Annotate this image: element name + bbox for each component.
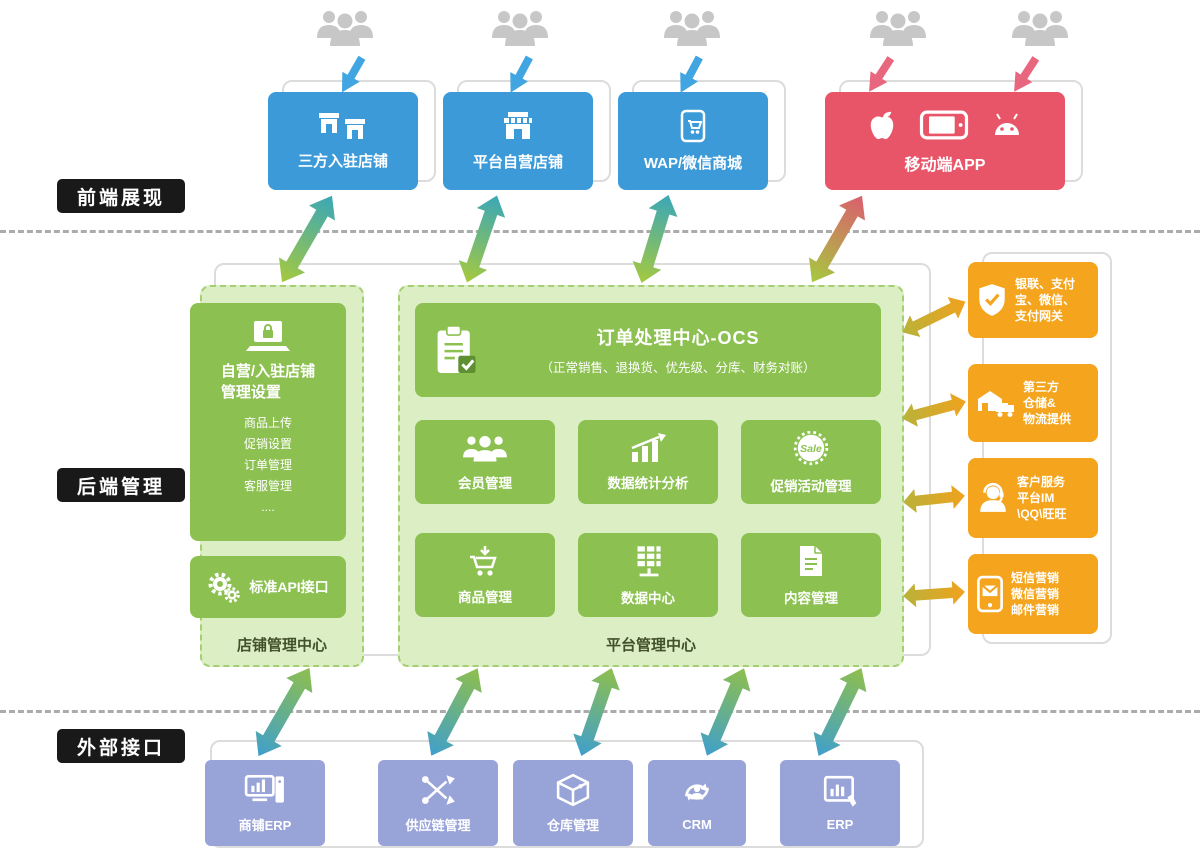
laptop-lock-icon [246,321,290,351]
frontend-box-third-party-stores: 三方入驻店铺 [268,92,418,190]
warehouse-truck-icon [978,391,1014,417]
module-label: 商品管理 [458,590,512,605]
service-logistics: 第三方 仓储& 物流提供 [968,364,1098,442]
frontend-box-mobile-app: 移动端APP [825,92,1065,190]
server-icon [637,546,661,577]
clipboard-check-icon [437,324,476,373]
svg-text:Sale: Sale [800,443,822,455]
external-box-label: 商铺ERP [238,817,292,833]
sms-marketing-icon [977,575,1003,613]
users-group-icon [1012,11,1068,46]
frontend-box-label: 三方入驻店铺 [297,153,388,170]
api-box-label: 标准API接口 [249,579,329,595]
store-settings-title-line1: 自营/入驻店铺 [220,363,316,380]
users-group-icon [317,11,373,46]
store-center-title: 店铺管理中心 [236,637,327,654]
service-customer-service: 客户服务 平台IM \QQ\旺旺 [968,458,1098,538]
service-label: 短信营销 微信营销 邮件营销 [1011,571,1060,617]
module-label: 数据统计分析 [607,476,689,491]
users-group-icon [492,11,548,46]
external-warehouse: 仓库管理 [513,760,633,846]
cube-icon [556,773,590,806]
platform-center-title: 平台管理中心 [605,637,696,654]
section-label-frontend: 前端展现 [57,179,185,213]
external-box-label: 供应链管理 [405,817,471,833]
frontend-box-platform-stores: 平台自营店铺 [443,92,593,190]
service-label: 银联、支付 宝、微信、 支付网关 [1015,277,1076,323]
store-settings-title: 自营/入驻店铺 管理设置 [221,361,315,403]
sale-badge-icon: Sale [793,430,829,466]
module-data-center: 数据中心 [578,533,718,617]
section-label-text: 前端展现 [76,187,165,209]
frontend-box-label: 移动端APP [904,156,986,174]
ocs-box: 订单处理中心-OCS （正常销售、退换货、优先级、分库、财务对账） [415,303,881,397]
external-supply-chain: 供应链管理 [378,760,498,846]
module-promotions: Sale 促销活动管理 [741,420,881,504]
external-box-label: ERP [826,816,854,832]
section-label-text: 外部接口 [76,737,165,759]
supply-chain-icon [421,774,455,805]
module-label: 数据中心 [621,591,675,606]
document-icon [800,546,822,576]
service-label: 第三方 仓储& 物流提供 [1023,380,1072,426]
store-settings-items: 商品上传 促销设置 订单管理 客服管理 .... [244,413,292,518]
module-label: 内容管理 [784,591,838,606]
ocs-subtitle: （正常销售、退换货、优先级、分库、财务对账） [540,361,816,375]
ocs-text: 订单处理中心-OCS （正常销售、退换货、优先级、分库、财务对账） [493,324,863,376]
module-label: 会员管理 [458,476,512,491]
apple-icon [870,111,894,139]
phone-landscape-icon [919,110,969,139]
users-group-icon [870,11,926,46]
store-settings-box: 自营/入驻店铺 管理设置 商品上传 促销设置 订单管理 客服管理 .... [190,303,346,541]
service-agent-icon [980,482,1006,512]
external-crm: CRM [648,760,746,846]
external-box-label: 仓库管理 [546,817,599,833]
external-box-label: CRM [682,816,712,832]
gears-icon [208,572,241,603]
service-label: 客户服务 平台IM \QQ\旺旺 [1017,475,1067,521]
computer-erp-icon [244,774,284,803]
app-icons-row [867,108,1023,142]
users-group-icon [664,11,720,46]
tablet-chart-icon [823,775,857,807]
crm-sync-icon [685,783,709,800]
module-analytics: 数据统计分析 [578,420,718,504]
store-settings-title-line2: 管理设置 [220,384,281,401]
storefront-icon [504,112,532,139]
external-erp: ERP [780,760,900,846]
frontend-box-wap-wechat: WAP/微信商城 [618,92,768,190]
module-products: 商品管理 [415,533,555,617]
bar-chart-icon [631,433,666,462]
dual-storefront-icon [319,113,365,139]
module-label: 促销活动管理 [770,479,852,494]
api-box: 标准API接口 [190,556,346,618]
section-label-text: 后端管理 [76,476,165,498]
cart-icon [470,546,497,576]
external-store-erp: 商铺ERP [205,760,325,846]
frontend-box-label: 平台自营店铺 [472,154,563,171]
section-label-external: 外部接口 [57,729,185,763]
android-icon [995,112,1019,135]
list-item: 促销设置 [243,437,292,451]
service-marketing: 短信营销 微信营销 邮件营销 [968,554,1098,634]
mobile-cart-icon [680,109,706,143]
module-content: 内容管理 [741,533,881,617]
list-item: 客服管理 [243,479,292,493]
list-item: .... [261,500,275,514]
shield-icon [979,284,1005,316]
frontend-box-label: WAP/微信商城 [643,155,743,172]
list-item: 订单管理 [243,458,292,472]
section-label-backend: 后端管理 [57,468,185,502]
ocs-title: 订单处理中心-OCS [596,328,760,348]
members-icon [463,436,507,462]
separator-frontend-backend [0,230,1200,233]
module-members: 会员管理 [415,420,555,504]
list-item: 商品上传 [243,416,292,430]
service-payment: 银联、支付 宝、微信、 支付网关 [968,262,1098,338]
